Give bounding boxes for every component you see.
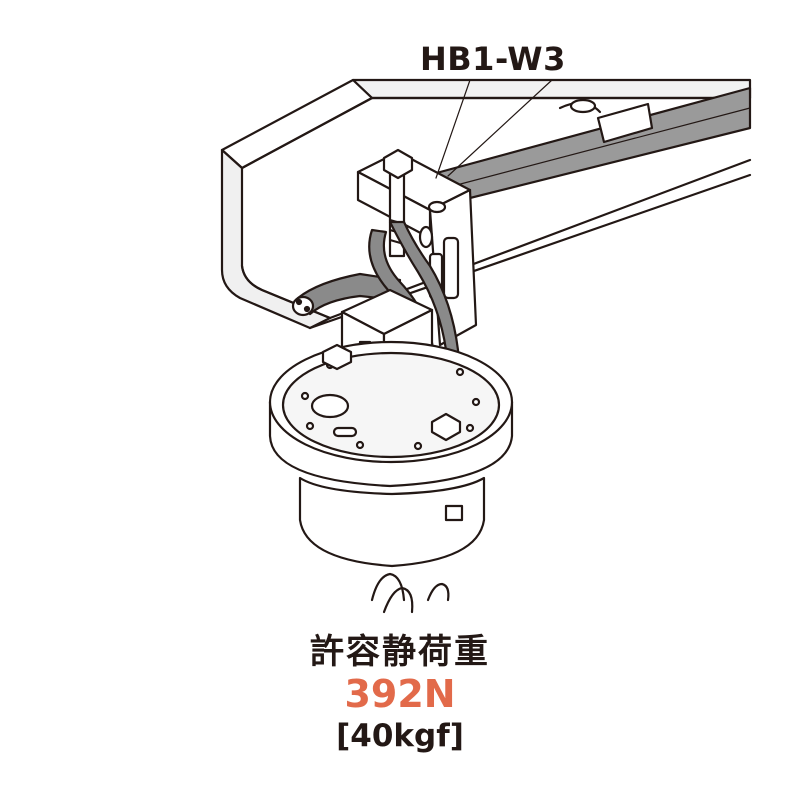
chain (370, 572, 450, 614)
leader-lines (435, 79, 553, 179)
load-value-kgf: [40kgf] (336, 718, 464, 754)
load-title: 許容静荷重 (310, 632, 490, 672)
steel-channel (220, 78, 752, 330)
left-cable (291, 272, 402, 317)
part-label: HB1-W3 (420, 40, 566, 78)
flat-cable (416, 86, 752, 208)
ceiling-rosette (268, 340, 514, 568)
load-value-newton: 392N (344, 672, 456, 716)
